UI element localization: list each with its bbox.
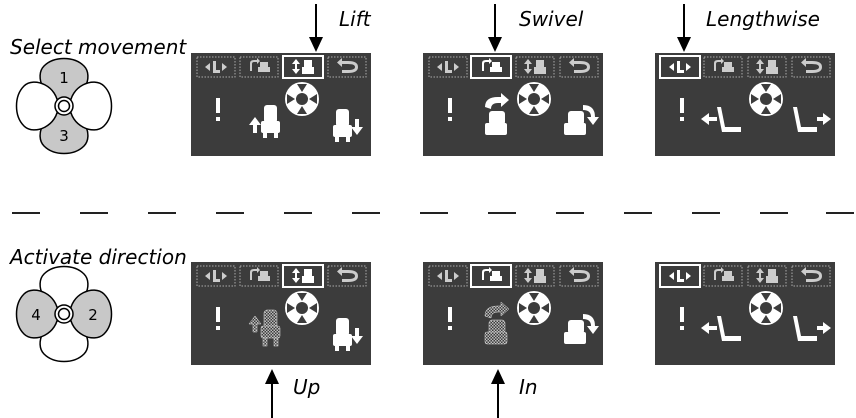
display-graphics: [428, 264, 599, 345]
up-arrow-icon: [265, 369, 279, 418]
display-graphics: [659, 55, 831, 132]
tabbar: [196, 55, 367, 79]
keypad-key-label: 1: [59, 69, 69, 87]
keypad-key-label: 2: [88, 306, 98, 324]
display-graphics: [428, 55, 599, 135]
panel-label-lengthwise: Lengthwise: [706, 7, 820, 31]
keypad-key-label: 3: [59, 127, 69, 145]
direction-label-in: In: [519, 375, 538, 399]
display-screen-lift-active: [191, 262, 371, 365]
activate-direction-title: Activate direction: [10, 245, 187, 269]
keypad-select-movement: 1 3: [15, 57, 113, 155]
keypad-key-right: [69, 289, 113, 339]
keypad-key-right: [69, 81, 113, 131]
direction-label-up: Up: [293, 375, 321, 399]
down-arrow-icon: [309, 4, 323, 52]
down-arrow-icon: [488, 4, 502, 52]
keypad-key-left: [15, 289, 59, 339]
keypad-key-left: [15, 81, 59, 131]
display-graphics: [659, 264, 831, 341]
display-graphics: [196, 264, 367, 351]
display-screen-lift: [191, 53, 371, 156]
select-movement-title: Select movement: [10, 35, 187, 59]
display-screen-lengthwise: [655, 53, 835, 156]
down-arrow-icon: [677, 4, 691, 52]
keypad-activate-direction: 4 2: [15, 265, 113, 363]
panel-label-swivel: Swivel: [519, 7, 584, 31]
display-graphics: [196, 55, 367, 142]
display-screen-lengthwise-idle: [655, 262, 835, 365]
display-screen-swivel: [423, 53, 603, 156]
keypad-key-label: 4: [31, 306, 41, 324]
display-screen-swivel-active: [423, 262, 603, 365]
up-arrow-icon: [491, 369, 505, 418]
panel-label-lift: Lift: [339, 7, 371, 31]
